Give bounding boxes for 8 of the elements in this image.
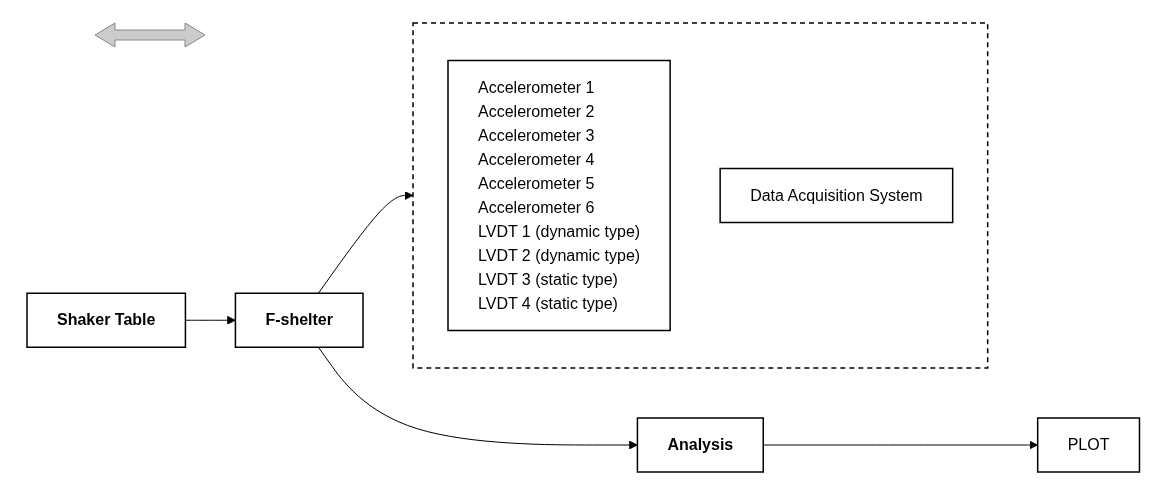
node-box: Analysis xyxy=(636,417,765,473)
node-box: F-shelter xyxy=(234,292,364,348)
node-box: Accelerometer 1 Accelerometer 2 Accelerometer 3 Accelerometer 4 Accelerometer 5 Accelerometer 6 LVDT 1 (dynamic type) LVDT 2 (dynamic type) LVDT 3 (static type) LVDT 4 (static type) xyxy=(447,59,672,332)
node-box: Shaker Table xyxy=(26,292,187,348)
node-box: Data Acquisition System xyxy=(719,167,954,224)
cluster xyxy=(412,22,989,369)
node-box: PLOT xyxy=(1037,417,1141,473)
arrow xyxy=(318,191,414,294)
